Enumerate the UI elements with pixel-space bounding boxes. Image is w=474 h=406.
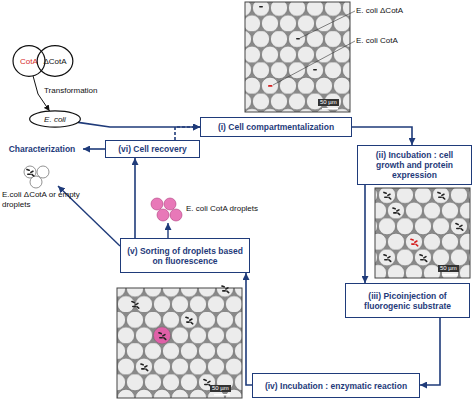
node-text: E. coli xyxy=(44,115,66,124)
flow-arrow xyxy=(78,122,200,127)
flow-arrow xyxy=(83,148,105,150)
droplet-label: E.coli ΔCotA or empty droplets xyxy=(2,190,97,209)
flow-arrow xyxy=(352,127,412,145)
step-box: (vi) Cell recovery xyxy=(105,140,200,158)
flow-arrow xyxy=(420,318,440,385)
cell-rod xyxy=(259,6,263,8)
cell-cluster xyxy=(383,191,392,200)
sorted-droplet xyxy=(37,166,49,178)
flow-arrow xyxy=(246,273,252,385)
sorted-droplet xyxy=(170,209,182,221)
sorted-droplet xyxy=(24,166,36,178)
cell-cluster xyxy=(383,254,392,263)
cell-cluster xyxy=(140,363,149,372)
step-box: (ii) Incubation : cell growth and protei… xyxy=(357,145,472,185)
leader-line xyxy=(300,11,355,38)
plasmid-circle: ΔCotA xyxy=(36,44,74,78)
cell-cluster xyxy=(392,207,401,216)
edge-label: Transformation xyxy=(44,86,98,95)
scale-text: 50 µm xyxy=(210,385,231,392)
cell-cluster xyxy=(185,316,194,325)
node-text: (v) Sorting of droplets based on fluores… xyxy=(124,246,246,266)
node-text: CotA xyxy=(20,57,38,66)
droplet-label: E. coli CotA droplets xyxy=(186,204,276,214)
step-box: (v) Sorting of droplets based on fluores… xyxy=(120,238,250,273)
cell-oval: E. coli xyxy=(28,110,82,128)
scale-text: 50 µm xyxy=(318,99,339,106)
callout-label: E. coli ΔCotA xyxy=(356,6,436,16)
cell-cluster xyxy=(419,254,428,263)
scale-text: 50 µm xyxy=(438,265,459,272)
step-box: (i) Cell compartmentalization xyxy=(200,117,352,137)
node-text: (i) Cell compartmentalization xyxy=(218,122,334,132)
node-text: (iv) Incubation : enzymatic reaction xyxy=(265,381,407,391)
sort-arrow xyxy=(167,223,168,238)
cell-cluster xyxy=(131,301,140,310)
cell-rod xyxy=(268,85,273,87)
sorted-droplet xyxy=(30,176,42,188)
cell-cluster xyxy=(26,168,35,177)
droplet-panel xyxy=(245,2,350,112)
scale-bar xyxy=(322,108,338,110)
cell-cluster xyxy=(455,223,464,232)
droplet-panel xyxy=(375,188,470,278)
node-text: (ii) Incubation : cell growth and protei… xyxy=(361,150,468,180)
cell-rod xyxy=(313,69,317,71)
callout-label: E. coli CotA xyxy=(356,36,436,46)
sorted-droplet xyxy=(151,198,163,210)
scale-bar xyxy=(442,274,458,276)
cell-cluster xyxy=(437,191,446,200)
scale-bar xyxy=(214,394,230,396)
node-text: (iii) Picoinjection of fluorogenic subst… xyxy=(349,291,466,311)
cell-cluster xyxy=(410,238,419,247)
output-text: Characterization xyxy=(1,141,83,157)
sorted-droplet xyxy=(157,209,169,221)
flow-arrow xyxy=(175,127,200,140)
cell-cluster xyxy=(221,285,230,294)
cell-rod xyxy=(296,38,300,40)
sorted-droplet xyxy=(164,198,176,210)
flow-arrow xyxy=(364,185,366,283)
ellipse-outline xyxy=(13,46,45,77)
node-text: Characterization xyxy=(9,144,76,154)
step-box: (iii) Picoinjection of fluorogenic subst… xyxy=(345,283,470,318)
ellipse-outline xyxy=(37,46,73,77)
plasmid-circle: CotA xyxy=(12,44,46,78)
droplet-panel xyxy=(117,288,242,398)
ellipse-outline xyxy=(30,111,81,127)
node-text: ΔCotA xyxy=(43,57,66,66)
step-box: (iv) Incubation : enzymatic reaction xyxy=(252,373,420,398)
leader-line xyxy=(273,41,355,85)
cell-cluster xyxy=(158,332,167,341)
fluorescent-droplet xyxy=(153,327,170,344)
flow-arrow xyxy=(134,158,136,238)
node-text: (vi) Cell recovery xyxy=(118,144,187,154)
